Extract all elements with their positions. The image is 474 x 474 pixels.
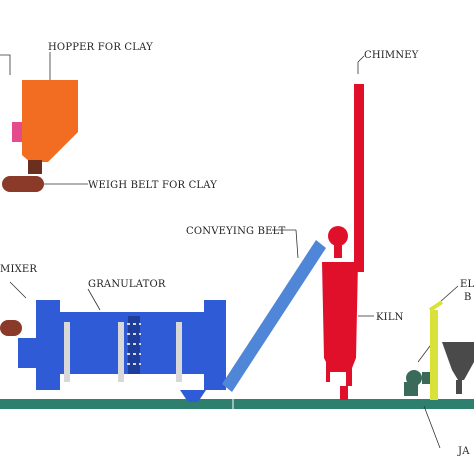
label-jaw-partial: JA	[457, 446, 470, 457]
label-elevator-partial: EL	[460, 279, 474, 290]
blower-fan	[404, 370, 432, 396]
label-hopper: HOPPER FOR CLAY	[48, 42, 153, 53]
label-bin-partial: B	[464, 292, 472, 303]
label-weigh-belt: WEIGH BELT FOR CLAY	[88, 180, 217, 191]
kiln-chimney	[322, 84, 364, 400]
label-granulator: GRANULATOR	[88, 279, 166, 290]
ground-beam	[0, 399, 474, 409]
clay-hopper	[12, 80, 78, 174]
label-kiln: KILN	[376, 312, 404, 323]
product-bin	[442, 342, 474, 394]
label-chimney: CHIMNEY	[364, 50, 419, 61]
weigh-belt	[2, 176, 44, 192]
bucket-elevator	[428, 300, 444, 400]
frame-bracket	[0, 54, 11, 75]
mixer-unit	[0, 320, 22, 336]
label-mixer: MIXER	[0, 264, 37, 275]
granulator-drum	[18, 300, 226, 402]
conveying-belt	[222, 240, 326, 392]
label-conveying-belt: CONVEYING BELT	[186, 226, 286, 237]
